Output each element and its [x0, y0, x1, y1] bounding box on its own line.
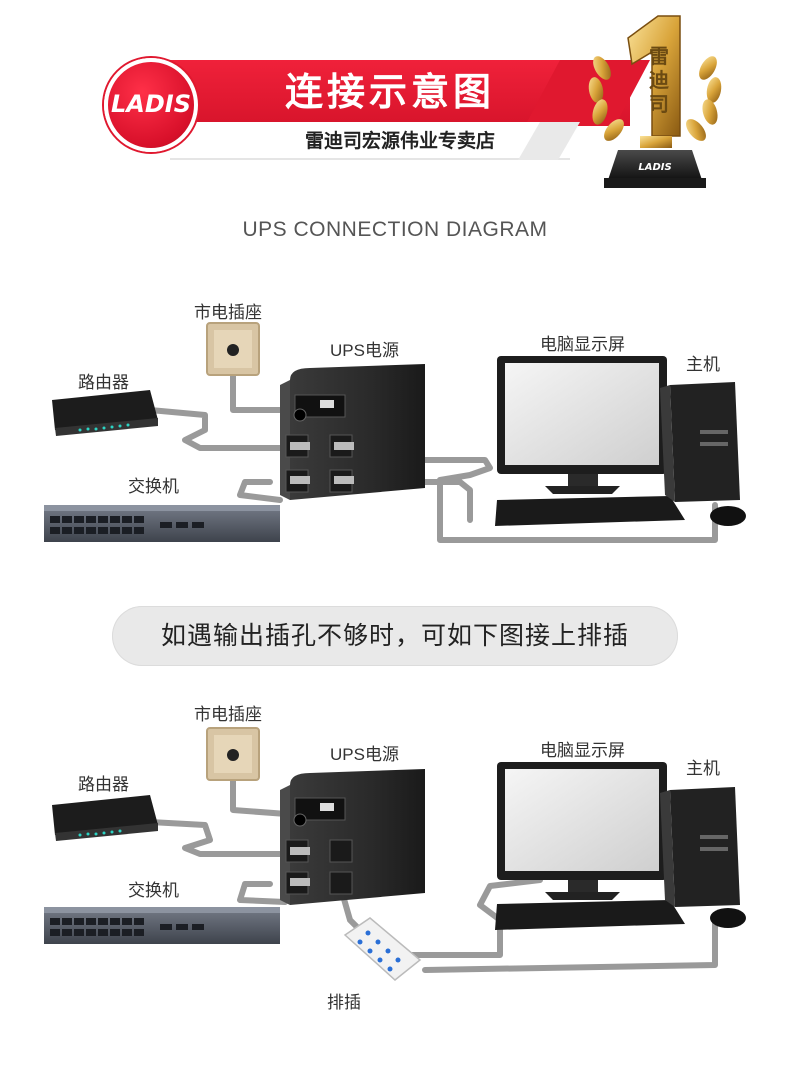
label-ups-2: UPS电源	[330, 740, 399, 765]
label-router-1: 路由器	[78, 368, 129, 393]
page-title: 连接示意图	[200, 64, 580, 120]
label-monitor-1: 电脑显示屏	[540, 330, 625, 355]
label-host-1: 主机	[686, 350, 720, 375]
label-outlet-2: 市电插座	[194, 700, 262, 725]
label-ups-1: UPS电源	[330, 336, 399, 361]
ups-device-2	[280, 769, 425, 905]
connection-diagram-1: 市电插座 UPS电源 电脑显示屏 主机 路由器 交换机	[0, 290, 790, 570]
note-text: 如遇输出插孔不够时，可如下图接上排插	[112, 606, 678, 666]
monitor-2	[495, 762, 685, 930]
label-router-2: 路由器	[78, 770, 129, 795]
label-switch-2: 交换机	[128, 876, 179, 901]
label-host-2: 主机	[686, 754, 720, 779]
brand-logo-text: LADIS	[104, 86, 198, 122]
monitor-1	[495, 356, 685, 526]
router-2	[52, 795, 158, 841]
english-title: UPS CONNECTION DIAGRAM	[0, 218, 790, 248]
label-power-strip: 排插	[327, 988, 361, 1013]
router-1	[52, 390, 158, 436]
trophy-logo-text: LADIS	[638, 162, 671, 173]
header-banner: 连接示意图 雷迪司宏源伟业专卖店 LADIS	[0, 0, 790, 200]
label-outlet-1: 市电插座	[194, 298, 262, 323]
ups-device-1	[280, 364, 425, 500]
trophy-char-3: 司	[646, 88, 672, 117]
diagram-1-graphic	[0, 290, 790, 570]
network-switch-1	[44, 505, 280, 542]
network-switch-2	[44, 907, 280, 944]
connection-diagram-2: 市电插座 UPS电源 电脑显示屏 主机 路由器 交换机 排插	[0, 690, 790, 1020]
wall-outlet-1	[207, 323, 259, 375]
label-monitor-2: 电脑显示屏	[540, 736, 625, 761]
wall-outlet-2	[207, 728, 259, 780]
label-switch-1: 交换机	[128, 472, 179, 497]
store-name: 雷迪司宏源伟业专卖店	[240, 124, 560, 158]
power-strip	[345, 918, 420, 980]
